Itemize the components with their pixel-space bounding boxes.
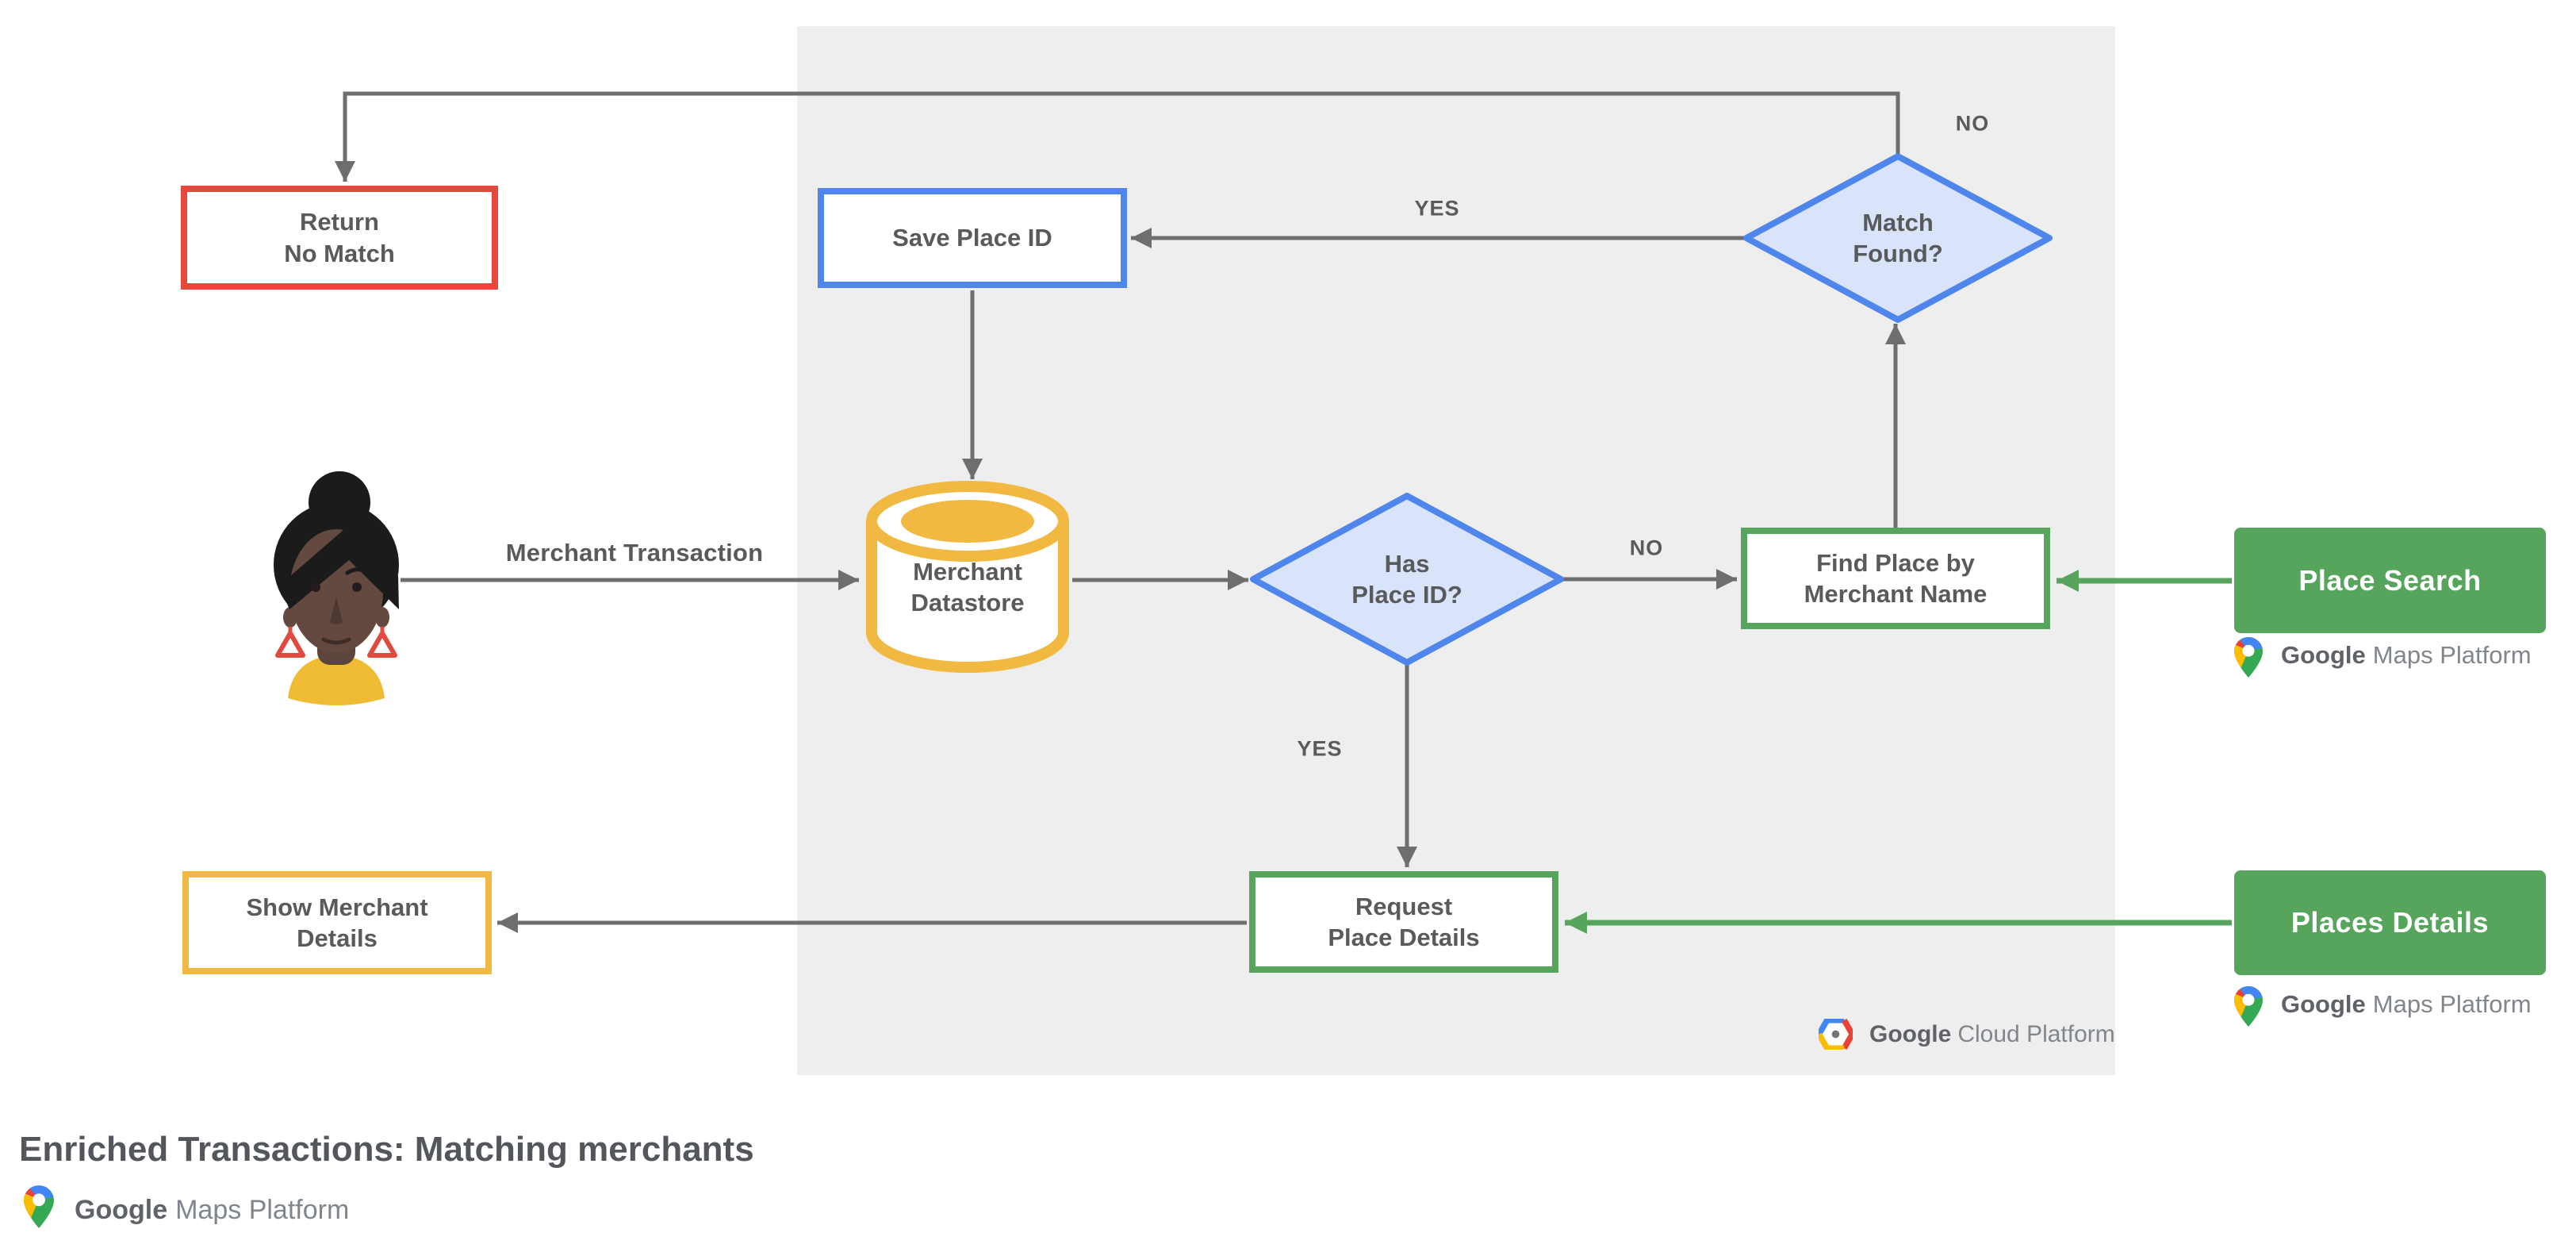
request-place-details-node: Request Place Details (1249, 871, 1558, 973)
edge-no-to-returnnomatch (335, 91, 1900, 182)
node-label: Show Merchant (246, 893, 428, 921)
has-place-id-diamond (1250, 493, 1564, 666)
place-search-api-card: Place Search (2234, 528, 2546, 633)
merchant-datastore-cylinder (866, 481, 1069, 673)
return-no-match-node: Return No Match (181, 186, 498, 290)
show-merchant-details-node: Show Merchant Details (182, 871, 492, 974)
has-place-id-label: Has Place ID? (1351, 549, 1462, 609)
user-avatar (274, 471, 399, 705)
node-label: Merchant Name (1804, 580, 1988, 608)
node-label: Find Place by (1816, 548, 1975, 577)
maps-platform-badge-footer: Google Maps Platform (75, 1195, 350, 1225)
node-label: No Match (284, 239, 395, 267)
match-found-label: Match Found? (1853, 208, 1943, 267)
node-label: Return (300, 208, 379, 236)
page-title: Enriched Transactions: Matching merchant… (19, 1130, 754, 1169)
merchant-transaction-edge-label: Merchant Transaction (505, 539, 764, 566)
yes-edge-label-bottom: YES (1297, 736, 1343, 761)
no-edge-label-top: NO (1955, 111, 1990, 136)
save-place-id-node: Save Place ID (818, 188, 1127, 288)
node-label: Save Place ID (892, 224, 1052, 252)
node-label: Place Details (1328, 924, 1480, 951)
no-edge-label-mid: NO (1629, 536, 1664, 560)
node-label: Request (1355, 892, 1453, 920)
maps-platform-badge-1: Google Maps Platform (2281, 641, 2532, 669)
node-label: Details (297, 924, 378, 952)
cloud-platform-badge: Google Cloud Platform (1869, 1021, 2115, 1047)
places-details-api-card: Places Details (2234, 870, 2546, 975)
yes-edge-label-top: YES (1414, 196, 1460, 221)
maps-platform-badge-2: Google Maps Platform (2281, 990, 2532, 1018)
find-place-node: Find Place by Merchant Name (1741, 528, 2050, 629)
match-found-diamond (1743, 153, 2053, 323)
merchant-datastore-label: Merchant Datastore (910, 557, 1025, 616)
